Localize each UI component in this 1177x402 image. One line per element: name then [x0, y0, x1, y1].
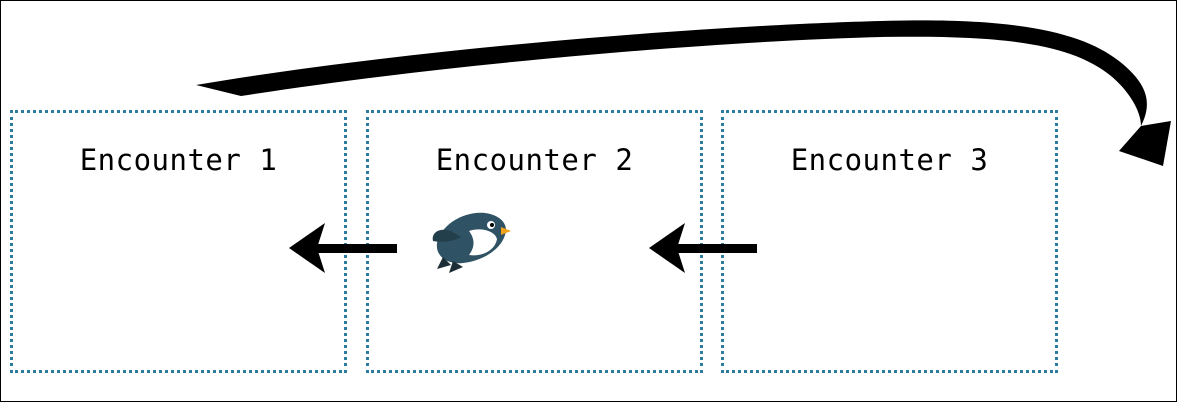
penguin-bird-icon [432, 212, 511, 273]
encounter-label-1: Encounter 1 [79, 143, 278, 177]
arrow-encounter2-to-encounter1 [289, 223, 397, 273]
arrow-encounter3-to-encounter2 [649, 223, 757, 273]
encounter-label-3: Encounter 3 [790, 143, 989, 177]
encounter-label-2: Encounter 2 [435, 143, 634, 177]
encounter-box-3: Encounter 3 [721, 110, 1058, 373]
encounter-box-2: Encounter 2 [366, 110, 703, 373]
loop-back-arrow [196, 20, 1171, 166]
encounter-box-1: Encounter 1 [10, 110, 347, 373]
